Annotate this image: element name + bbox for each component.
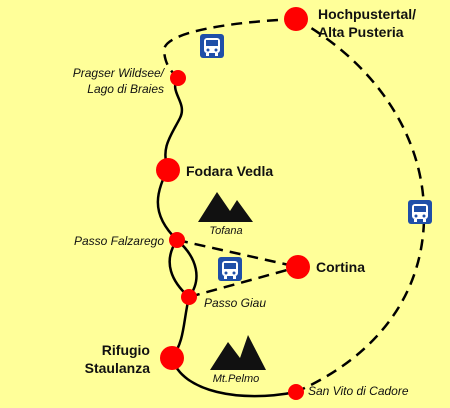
label-falzarego: Passo Falzarego xyxy=(74,234,164,248)
bus-route-hochpustertal-sanvito xyxy=(295,17,426,394)
label-hochpustertal-line2: Alta Pusteria xyxy=(318,24,404,40)
hiking-route-main xyxy=(156,77,297,398)
label-pragser-line1: Pragser Wildsee/ xyxy=(73,66,166,80)
label-hochpustertal-line1: Hochpustertal/ xyxy=(318,6,416,22)
stop-staulanza xyxy=(160,346,184,370)
label-tofana: Tofana xyxy=(209,225,242,237)
label-cortina: Cortina xyxy=(316,259,365,275)
mountain-icon xyxy=(210,335,266,370)
label-fodara: Fodara Vedla xyxy=(186,163,273,179)
stop-hochpustertal xyxy=(284,7,308,31)
label-staulanza-line1: Rifugio xyxy=(102,342,150,358)
stop-pragser xyxy=(170,70,186,86)
stop-sanvito xyxy=(288,384,304,400)
label-staulanza-line2: Staulanza xyxy=(85,360,151,376)
stop-giau xyxy=(181,289,197,305)
label-sanvito: San Vito di Cadore xyxy=(308,384,409,398)
bus-icon xyxy=(408,200,432,224)
mountain-icon xyxy=(198,192,253,222)
label-pragser-line2: Lago di Braies xyxy=(87,82,164,96)
stop-cortina xyxy=(286,255,310,279)
bus-icon xyxy=(200,34,224,58)
label-giau: Passo Giau xyxy=(204,296,266,310)
stop-fodara xyxy=(156,158,180,182)
label-pelmo: Mt.Pelmo xyxy=(213,373,259,385)
stop-falzarego xyxy=(169,232,185,248)
bus-route-falzarego-cortina xyxy=(176,238,299,269)
bus-icon xyxy=(218,257,242,281)
bus-route-giau-cortina xyxy=(188,265,299,299)
bus-route-hochpustertal-pragser xyxy=(162,17,297,79)
